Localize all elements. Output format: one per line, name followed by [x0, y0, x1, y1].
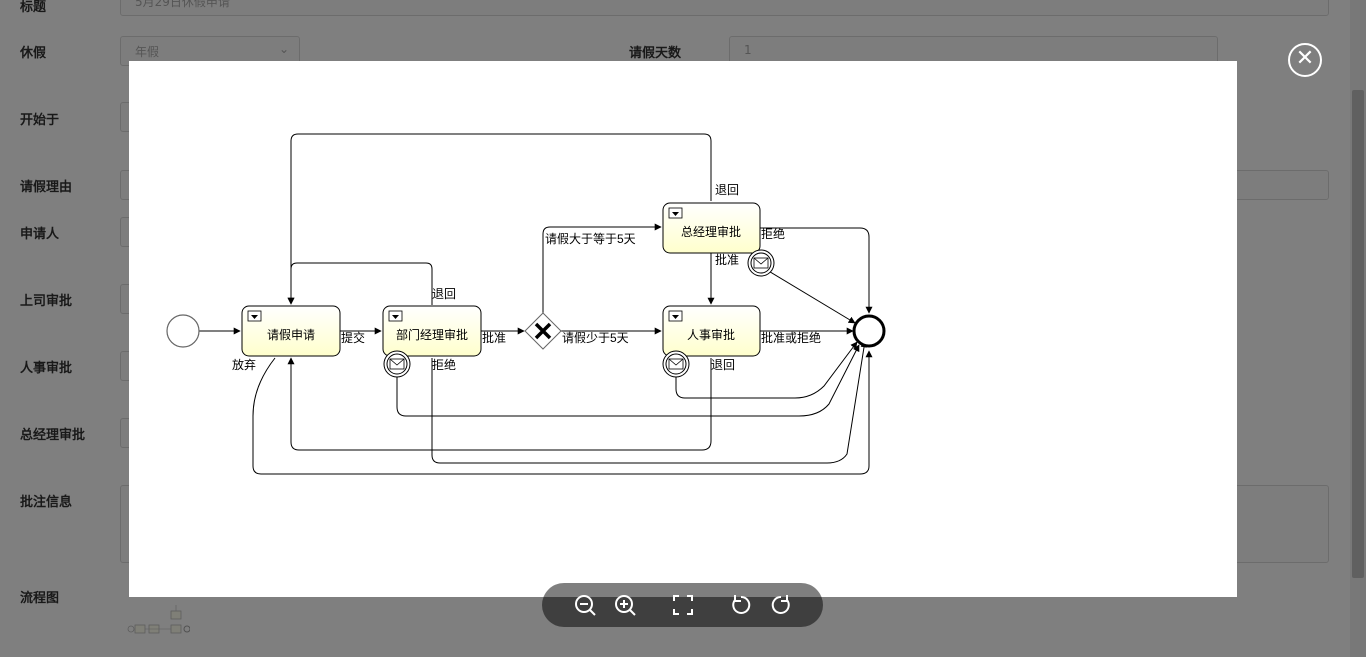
flow-label-approve-gm: 批准 [715, 252, 739, 267]
rotate-left-icon[interactable] [727, 591, 755, 619]
flow-return-gm [287, 133, 712, 305]
viewer-toolbar [542, 583, 823, 627]
dept-message-boundary-icon [383, 350, 411, 378]
flow-reject-dept [431, 340, 868, 464]
task-apply-label: 请假申请 [267, 328, 315, 342]
flow-dept-msg-to-end [396, 344, 860, 417]
task-dept: 部门经理审批 [382, 305, 482, 357]
flow-label-approve-dept: 批准 [482, 330, 506, 345]
flow-label-return-dept: 退回 [432, 287, 456, 301]
task-gm: 总经理审批 [662, 202, 761, 254]
task-gm-label: 总经理审批 [681, 224, 741, 239]
flow-reject-gm [760, 227, 873, 314]
flow-label-submit: 提交 [341, 330, 365, 345]
flow-label-ge5: 请假大于等于5天 [545, 232, 636, 246]
end-event [852, 314, 886, 348]
rotate-right-icon[interactable] [767, 591, 795, 619]
flow-label-return-gm: 退回 [715, 183, 739, 197]
flow-hr-msg-to-end [675, 341, 858, 399]
start-event [166, 314, 200, 348]
flow-return-dept [287, 262, 433, 305]
zoom-in-icon[interactable] [611, 591, 639, 619]
hr-message-boundary-icon [662, 350, 690, 378]
flow-label-lt5: 请假少于5天 [562, 331, 629, 345]
flow-label-reject-gm: 拒绝 [761, 226, 785, 241]
task-dept-label: 部门经理审批 [396, 327, 468, 342]
flow-label-hr-done: 批准或拒绝 [761, 330, 821, 345]
flow-return-hr [287, 357, 712, 451]
flow-label-return-hr: 退回 [711, 358, 735, 372]
flow-ge5 [542, 223, 662, 313]
flow-label-reject-dept: 拒绝 [432, 357, 456, 372]
process-diagram-image: 请假申请 部门经理审批 总经理审批 人事审批 [129, 61, 1237, 597]
task-apply: 请假申请 [241, 305, 341, 357]
flow-label-abandon: 放弃 [232, 357, 256, 372]
flow-abandon [252, 350, 873, 475]
task-hr-label: 人事审批 [687, 327, 735, 342]
zoom-out-icon[interactable] [571, 591, 599, 619]
task-hr: 人事审批 [662, 305, 761, 357]
gm-message-boundary-icon [747, 249, 775, 277]
fullscreen-icon[interactable] [669, 591, 697, 619]
close-icon[interactable]: ✕ [1288, 43, 1322, 77]
flow-gm-msg-to-end [761, 266, 856, 324]
exclusive-gateway [524, 312, 562, 350]
